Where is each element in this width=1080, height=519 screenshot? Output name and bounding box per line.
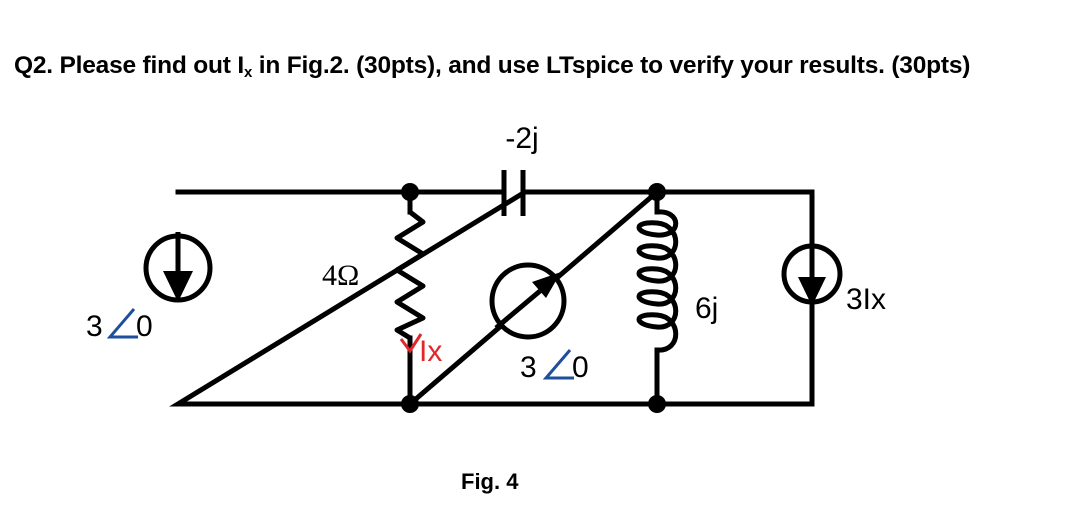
dependent-source-label: 3Ix	[846, 283, 886, 316]
inductor-label: 6j	[695, 292, 718, 325]
ix-label: Ix	[419, 335, 442, 368]
middle-source-angle: 0	[572, 351, 589, 384]
left-current-source: 3 0	[86, 232, 213, 343]
figure-caption: Fig. 4	[461, 469, 519, 494]
middle-current-source: 3 0	[489, 262, 589, 384]
question-prefix: Q2. Please find out I	[14, 52, 244, 79]
question-subscript: x	[243, 64, 253, 81]
node-bottom-right	[648, 395, 666, 413]
left-source-angle: 0	[136, 310, 153, 343]
question-text: Q2. Please find out Ix in Fig.2. (30pts)…	[14, 52, 970, 81]
capacitor-label: -2j	[505, 122, 538, 155]
left-source-angle-symbol	[106, 308, 138, 339]
middle-source-arrow-shaft	[494, 289, 542, 330]
resistor-zigzag	[394, 209, 426, 341]
left-source-magnitude: 3	[86, 310, 103, 343]
middle-source-angle-symbol	[542, 349, 574, 380]
resistor-label: 4Ω	[322, 259, 359, 292]
capacitor-symbol: -2j	[501, 122, 539, 216]
node-bottom-left	[401, 395, 419, 413]
ix-arrow-icon	[399, 333, 423, 354]
node-top-left	[401, 183, 419, 201]
node-top-right	[648, 183, 666, 201]
dependent-current-source: 3Ix	[781, 243, 886, 316]
dependent-source-arrowhead	[798, 277, 826, 306]
outer-loop-wire	[169, 189, 815, 407]
resistor-symbol: 4Ω	[322, 209, 426, 341]
middle-source-magnitude: 3	[520, 351, 537, 384]
ix-current-marker: Ix	[399, 333, 442, 368]
left-source-arrowhead	[163, 271, 193, 302]
middle-source-arrowhead	[532, 272, 561, 298]
inductor-coil	[636, 209, 679, 353]
circuit-nodes	[401, 183, 666, 413]
question-suffix: in Fig.2. (30pts), and use LTspice to ve…	[252, 52, 971, 79]
inductor-symbol: 6j	[636, 209, 718, 353]
